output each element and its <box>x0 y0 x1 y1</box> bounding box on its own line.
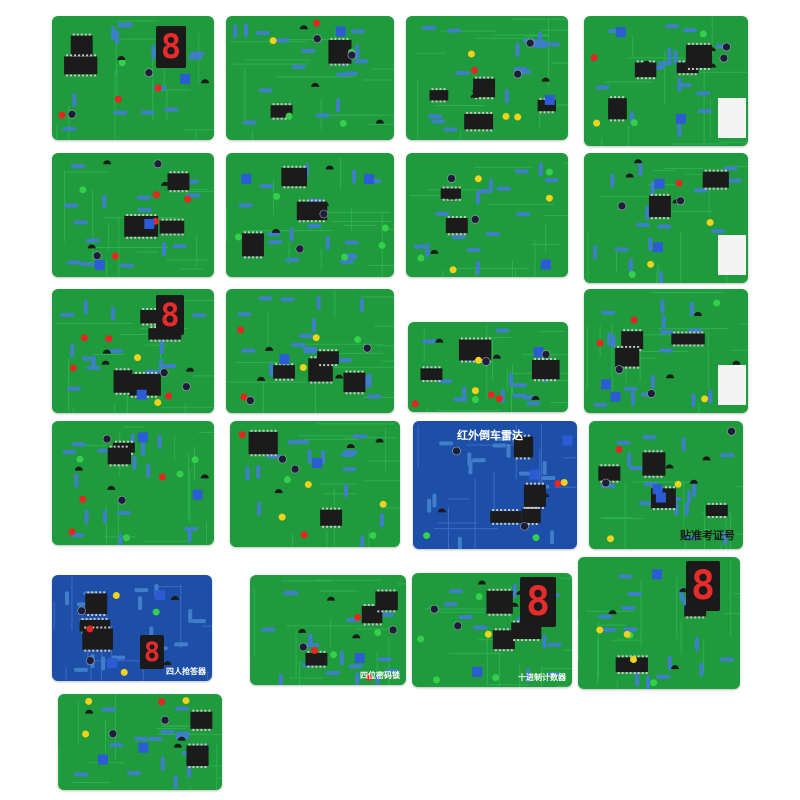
board-title: 四位密码锁 <box>360 671 400 680</box>
seven-segment-display: 8 <box>686 561 720 611</box>
pcb-components <box>598 426 743 549</box>
pcb-components <box>53 575 212 681</box>
seven-segment-display: 8 <box>140 635 164 669</box>
board-title: 红外倒车雷达 <box>457 429 523 442</box>
label-area <box>718 98 746 138</box>
board-title: 十进制计数器 <box>518 673 566 682</box>
pcb-components <box>411 324 568 412</box>
pcb-components <box>58 694 222 790</box>
pcb-board-13 <box>52 421 214 545</box>
seven-segment-display: 8 <box>156 295 184 335</box>
pcb-board-9: 8 <box>52 289 214 413</box>
pcb-components <box>56 20 214 140</box>
pcb-components <box>417 577 572 687</box>
pcb-board-5 <box>52 153 214 277</box>
pcb-board-15: 红外倒车雷达 <box>413 421 577 549</box>
pcb-board-16: 贴准考证号 <box>589 421 743 549</box>
pcb-board-8 <box>584 153 748 283</box>
pcb-components <box>253 579 406 685</box>
pcb-components <box>238 423 400 547</box>
pcb-components <box>414 424 577 549</box>
label-area <box>718 235 746 275</box>
pcb-board-6 <box>226 153 394 277</box>
seven-segment-display: 8 <box>520 577 556 627</box>
pcb-board-2 <box>226 16 394 140</box>
pcb-components <box>587 159 748 283</box>
pcb-components <box>226 158 394 277</box>
pcb-board-1: 8 <box>52 16 214 140</box>
pcb-components <box>62 426 214 545</box>
pcb-components <box>227 290 394 413</box>
pcb-components <box>64 159 214 277</box>
seven-segment-display: 8 <box>156 26 186 68</box>
exam-number-label: 贴准考证号 <box>680 529 735 542</box>
pcb-board-20: 8 <box>578 557 740 689</box>
pcb-board-4 <box>584 16 748 146</box>
pcb-components <box>55 297 214 413</box>
pcb-board-10 <box>226 289 394 413</box>
pcb-board-19: 8 十进制计数器 <box>412 573 572 687</box>
pcb-board-18: 四位密码锁 <box>250 575 406 685</box>
pcb-board-14 <box>230 421 400 547</box>
pcb-board-3 <box>406 16 568 140</box>
pcb-components <box>414 18 568 140</box>
pcb-components <box>410 162 568 277</box>
pcb-board-11 <box>408 322 568 412</box>
pcb-board-12 <box>584 289 748 413</box>
pcb-components <box>230 19 394 140</box>
pcb-board-21 <box>58 694 222 790</box>
label-area <box>718 365 746 405</box>
pcb-components <box>586 291 748 413</box>
board-title: 四人抢答器 <box>166 667 206 676</box>
pcb-board-7 <box>406 153 568 277</box>
pcb-components <box>590 16 748 146</box>
